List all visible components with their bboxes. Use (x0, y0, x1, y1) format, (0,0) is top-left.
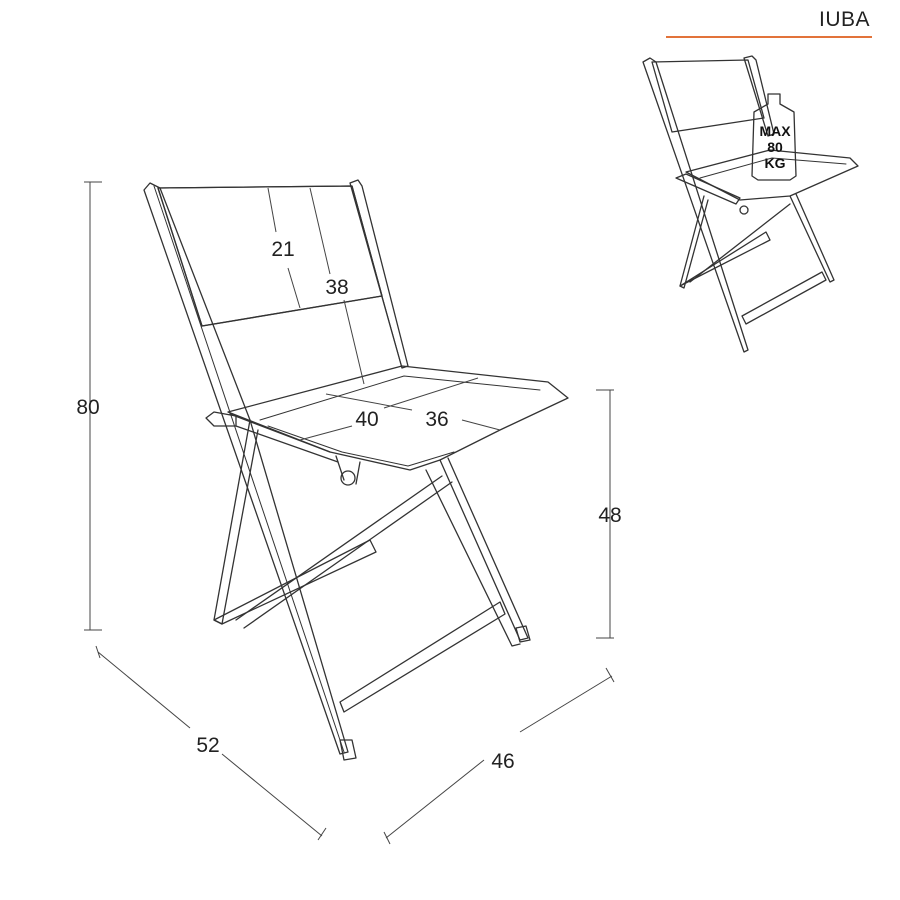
label-depth: 52 (196, 734, 219, 757)
width-dimension-line-a (385, 759, 485, 839)
depth-tick-a (95, 645, 101, 659)
main-chair (143, 179, 569, 761)
small-rear-leg-right (743, 55, 775, 137)
seat-stitch-back (259, 375, 541, 421)
brand-name: IUBA (818, 8, 870, 31)
seat-stitch-front (267, 425, 455, 467)
small-front-leg-left (679, 195, 709, 289)
max-load-line3: KG (765, 155, 786, 171)
rear-leg-left-inner (153, 185, 345, 753)
backrest-to-seat-line-b (343, 299, 365, 385)
rear-foot-cap (339, 739, 357, 761)
small-foot-rail (741, 271, 827, 325)
label-width: 46 (491, 750, 514, 773)
middle-cross-rail (213, 539, 377, 625)
seat-depth-line-a (299, 425, 353, 441)
small-seat (685, 149, 859, 201)
seat-width-line-a (325, 393, 413, 411)
depth-tick-b (317, 827, 327, 841)
weight-bottle-icon: MAX 80 KG (751, 93, 797, 181)
max-load-line1: MAX (759, 123, 791, 139)
backrest-dimension-line-b (287, 267, 301, 309)
diagonal-brace (235, 475, 443, 621)
label-seat-depth: 40 (355, 408, 378, 431)
rear-leg-left (143, 182, 349, 755)
label-seat-width: 36 (425, 408, 448, 431)
diagonal-brace-inner (243, 481, 453, 629)
seat-front-rail-end (205, 411, 237, 427)
small-seat-rail (675, 173, 741, 205)
front-leg-right (439, 457, 529, 641)
label-backrest-to-seat: 38 (325, 276, 348, 299)
depth-dimension-line-b (221, 753, 323, 837)
seat-panel (227, 365, 569, 471)
small-rear-leg (642, 57, 749, 353)
backrest-panel (157, 185, 383, 327)
small-cross-rail (679, 231, 771, 287)
width-dimension-line-b (519, 675, 613, 733)
hinge-bracket (335, 455, 361, 485)
small-hinge (739, 205, 749, 215)
width-tick-b (605, 667, 615, 683)
small-front-leg (789, 193, 835, 283)
label-height: 80 (76, 396, 99, 419)
seat-front-rail (229, 413, 339, 463)
label-backrest-height: 21 (271, 238, 294, 261)
dimension-lines (84, 181, 615, 845)
front-foot-cap (515, 625, 531, 643)
backrest-outline (157, 185, 383, 327)
small-chair (642, 55, 859, 353)
hinge-knob (340, 470, 356, 486)
depth-dimension-line-a (97, 651, 191, 729)
front-leg-right-inner (425, 469, 521, 647)
seat-depth-line-b (383, 377, 479, 409)
label-seat-height: 48 (598, 504, 621, 527)
bottle-outline (751, 93, 797, 181)
width-tick-a (383, 831, 391, 845)
backrest-dimension-line-a (267, 187, 277, 233)
small-brace (689, 203, 791, 283)
front-foot-rail (339, 601, 506, 713)
small-backrest (651, 59, 765, 133)
seat-width-line-b (461, 419, 501, 431)
front-leg-left (213, 419, 259, 625)
backrest-side (381, 295, 403, 369)
brand-underline (666, 36, 872, 38)
small-seat-stitch (699, 157, 847, 179)
max-load-line2: 80 (767, 139, 783, 155)
backrest-to-seat-line-a (309, 187, 331, 275)
